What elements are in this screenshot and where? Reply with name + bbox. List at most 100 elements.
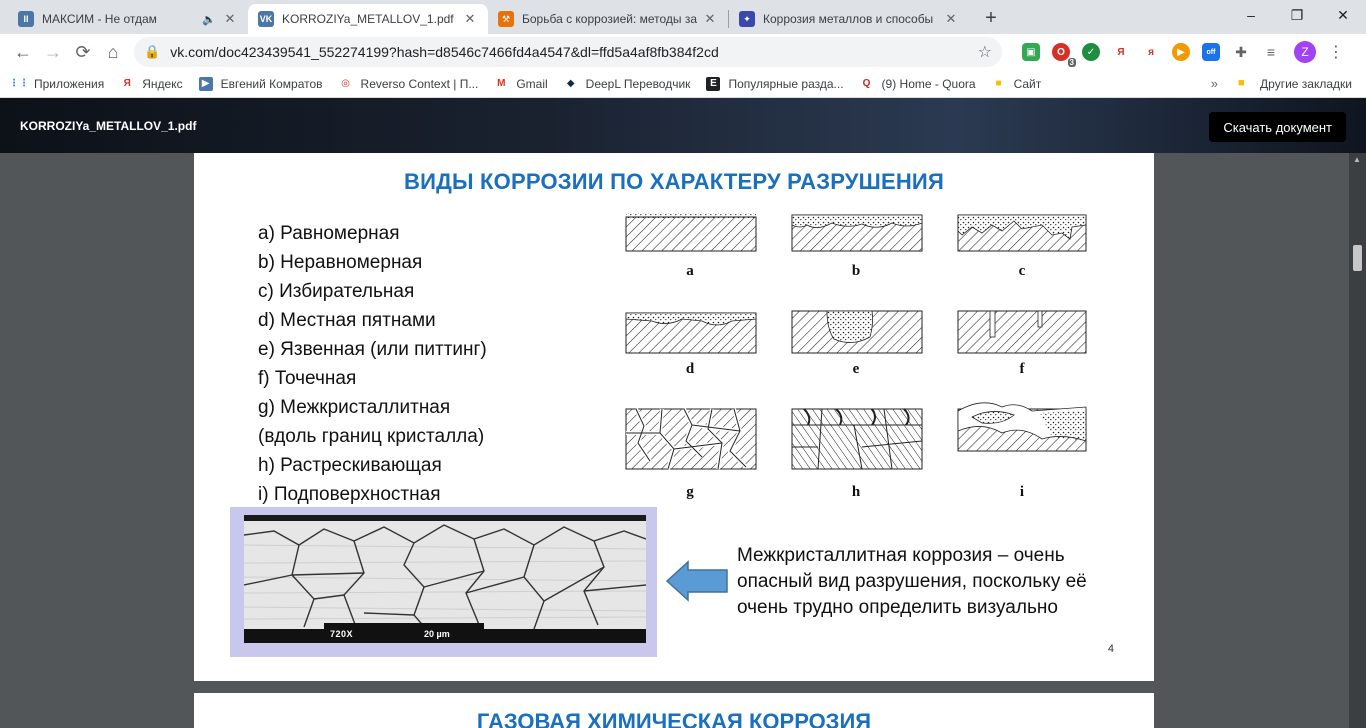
new-tab-button[interactable]: + bbox=[985, 6, 997, 29]
tab-borba-s-korroziey[interactable]: ⚒ Борьба с коррозией: методы за ✕ bbox=[488, 4, 728, 34]
bookmark-gmail[interactable]: M Gmail bbox=[494, 76, 548, 91]
list-item: f) Точечная bbox=[258, 368, 357, 389]
tab-korroziya-pdf[interactable]: VK KORROZIYa_METALLOV_1.pdf ✕ bbox=[248, 4, 488, 34]
tab-strip: II МАКСИМ - Не отдам 🔈 ✕ VK KORROZIYa_ME… bbox=[0, 0, 1366, 34]
diagram-label-c: c bbox=[1018, 263, 1026, 279]
bookmark-apps[interactable]: ⋮⋮ Приложения bbox=[9, 76, 105, 91]
pdf-viewer[interactable]: ВИДЫ КОРРОЗИИ ПО ХАРАКТЕРУ РАЗРУШЕНИЯ a)… bbox=[0, 153, 1366, 728]
download-document-button[interactable]: Скачать документ bbox=[1209, 112, 1346, 142]
micrograph-scale-bar: 20 µm bbox=[424, 629, 450, 639]
yandex-icon: Я bbox=[123, 78, 131, 89]
check-extension-icon[interactable]: ✓ bbox=[1082, 43, 1100, 61]
orange-extension-icon[interactable]: ▶ bbox=[1172, 43, 1190, 61]
scroll-up-arrow-icon[interactable]: ▲ bbox=[1353, 155, 1361, 164]
bookmark-popular[interactable]: E Популярные разда... bbox=[706, 76, 844, 91]
left-arrow-icon bbox=[665, 560, 728, 607]
diagram-a-uniform bbox=[625, 213, 757, 252]
corrosion-diagrams-illustration bbox=[625, 213, 1087, 470]
forward-button[interactable]: → bbox=[44, 41, 62, 62]
quora-icon: Q bbox=[862, 78, 871, 89]
viewer-scrollbar[interactable]: ▲ bbox=[1349, 153, 1366, 728]
diagram-f-point bbox=[957, 310, 1087, 354]
bookmark-label: Сайт bbox=[1013, 76, 1042, 91]
bookmark-label: Яндекс bbox=[142, 76, 183, 91]
bookmark-reverso[interactable]: ◎ Reverso Context | П... bbox=[339, 76, 479, 91]
menu-kebab-icon[interactable]: ⋮ bbox=[1328, 44, 1344, 61]
e-logo-icon: E bbox=[706, 76, 721, 91]
address-bar[interactable]: 🔒 vk.com/doc423439541_552274199?hash=d85… bbox=[134, 37, 1002, 67]
diagram-label-h: h bbox=[851, 484, 861, 500]
list-item: c) Избирательная bbox=[258, 281, 415, 302]
document-header: KORROZIYa_METALLOV_1.pdf Скачать докумен… bbox=[0, 98, 1366, 153]
play-icon: ▶ bbox=[198, 76, 213, 91]
page-number: 4 bbox=[1107, 643, 1114, 655]
other-bookmarks-label: Другие закладки bbox=[1260, 77, 1352, 91]
bookmark-label: Приложения bbox=[34, 76, 105, 91]
diagram-e-pitting bbox=[791, 310, 923, 354]
maximize-button[interactable]: ❐ bbox=[1290, 6, 1304, 23]
yandex-mini-extension-icon[interactable]: я bbox=[1148, 46, 1154, 58]
bookmark-label: Популярные разда... bbox=[728, 76, 844, 91]
close-icon[interactable]: ✕ bbox=[945, 11, 957, 26]
tab-separator bbox=[728, 10, 729, 28]
yandex-extension-icon[interactable]: Я bbox=[1117, 46, 1125, 58]
vpn-extension-icon[interactable]: off bbox=[1202, 43, 1220, 61]
reload-button[interactable]: ⟳ bbox=[75, 41, 91, 62]
opera-extension-glyph: O bbox=[1057, 46, 1065, 58]
list-item: h) Растрескивающая bbox=[258, 455, 442, 476]
photo-extension-icon[interactable]: ▣ bbox=[1022, 43, 1040, 61]
hammer-favicon-icon: ⚒ bbox=[498, 11, 514, 27]
bookmark-site[interactable]: ■ Сайт bbox=[992, 77, 1042, 91]
bookmark-label: Reverso Context | П... bbox=[360, 76, 479, 91]
bookmark-label: DeepL Переводчик bbox=[585, 76, 691, 91]
tab-maksim[interactable]: II МАКСИМ - Не отдам 🔈 ✕ bbox=[8, 4, 248, 34]
bookmark-label: Gmail bbox=[516, 76, 548, 91]
diagram-label-d: d bbox=[685, 361, 695, 377]
close-icon[interactable]: ✕ bbox=[464, 11, 476, 26]
bookmark-label: (9) Home - Quora bbox=[881, 76, 976, 91]
bookmark-star-icon[interactable]: ☆ bbox=[977, 44, 992, 61]
bookmark-yandex[interactable]: Я Яндекс bbox=[120, 76, 183, 91]
intercrystalline-note: Межкристаллитная коррозия – очень опасны… bbox=[737, 545, 1087, 618]
corrosion-diagrams: a b c d e f g h i bbox=[622, 211, 1092, 511]
puzzle-extension-icon[interactable]: ✚ bbox=[1235, 43, 1247, 60]
opera-extension-icon[interactable]: O 3 bbox=[1052, 43, 1076, 67]
micrograph-frame: 720X 20 µm bbox=[230, 507, 657, 657]
profile-avatar[interactable]: Z bbox=[1294, 41, 1316, 63]
slide-title: ВИДЫ КОРРОЗИИ ПО ХАРАКТЕРУ РАЗРУШЕНИЯ bbox=[404, 169, 944, 194]
bookmarks-overflow-button[interactable]: » bbox=[1210, 76, 1218, 91]
pdf-page-4: ВИДЫ КОРРОЗИИ ПО ХАРАКТЕРУ РАЗРУШЕНИЯ a)… bbox=[194, 153, 1154, 681]
window-controls: – ❐ ✕ bbox=[1228, 0, 1366, 30]
deepl-icon: ◆ bbox=[566, 78, 575, 89]
playlist-extension-icon[interactable]: ≡ bbox=[1266, 44, 1276, 60]
bookmark-deepl[interactable]: ◆ DeepL Переводчик bbox=[564, 77, 691, 91]
gmail-icon: M bbox=[497, 78, 506, 89]
url-text[interactable]: vk.com/doc423439541_552274199?hash=d8546… bbox=[170, 44, 719, 60]
other-bookmarks[interactable]: ■ Другие закладки bbox=[1238, 70, 1352, 98]
vk-favicon-icon: VK bbox=[258, 11, 274, 27]
micrograph-magnification: 720X bbox=[330, 629, 354, 639]
back-button[interactable]: ← bbox=[14, 41, 32, 62]
browser-toolbar: ← → ⟳ ⌂ 🔒 vk.com/doc423439541_552274199?… bbox=[0, 34, 1366, 70]
bookmark-quora[interactable]: Q (9) Home - Quora bbox=[860, 77, 976, 91]
diagram-i-subsurface bbox=[957, 402, 1087, 452]
speaker-icon[interactable]: 🔈 bbox=[202, 13, 216, 26]
close-icon[interactable]: ✕ bbox=[224, 11, 236, 26]
pdf-page-5: ГАЗОВАЯ ХИМИЧЕСКАЯ КОРРОЗИЯ bbox=[194, 693, 1154, 728]
minimize-button[interactable]: – bbox=[1247, 7, 1255, 23]
list-item: d) Местная пятнами bbox=[258, 310, 436, 331]
home-button[interactable]: ⌂ bbox=[107, 41, 119, 62]
apps-grid-icon: ⋮⋮ bbox=[9, 78, 29, 89]
list-item: b) Неравномерная bbox=[258, 252, 423, 273]
tab-korroziya-metallov[interactable]: ✦ Коррозия металлов и способы ✕ bbox=[729, 4, 969, 34]
micrograph-illustration bbox=[244, 515, 646, 643]
close-window-button[interactable]: ✕ bbox=[1337, 6, 1349, 23]
tab-title: Коррозия металлов и способы bbox=[763, 12, 934, 26]
list-item: (вдоль границ кристалла) bbox=[258, 426, 485, 447]
scrollbar-thumb[interactable] bbox=[1353, 245, 1362, 271]
close-icon[interactable]: ✕ bbox=[704, 11, 716, 26]
reverso-icon: ◎ bbox=[341, 78, 350, 89]
bookmark-komratov[interactable]: ▶ Евгений Комратов bbox=[198, 76, 323, 91]
folder-icon: ■ bbox=[1238, 77, 1245, 89]
lock-icon[interactable]: 🔒 bbox=[144, 44, 161, 59]
